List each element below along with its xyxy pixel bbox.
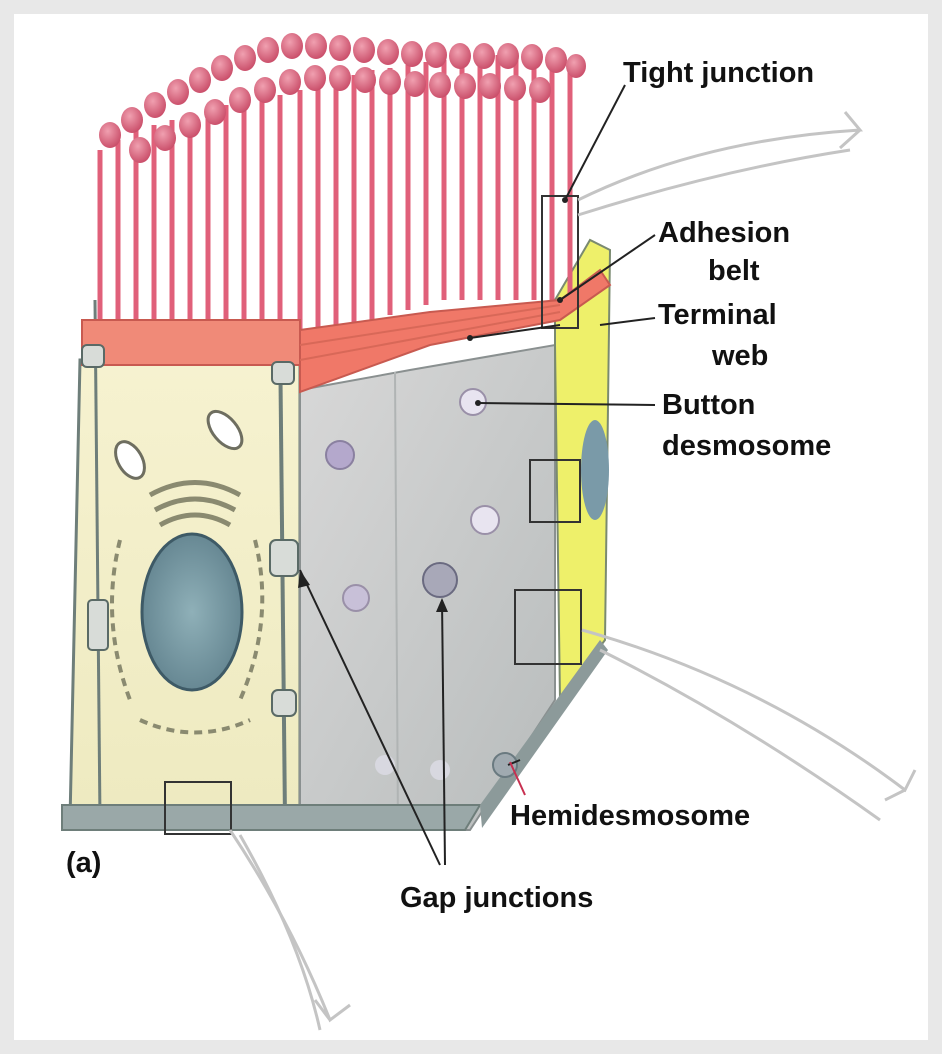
label-button-desmosome-1: Button xyxy=(662,389,755,421)
arrow-hemidesmosome xyxy=(582,630,915,800)
label-adhesion-belt-1: Adhesion xyxy=(658,217,790,249)
label-panel-a: (a) xyxy=(66,847,101,879)
nucleus xyxy=(142,534,242,690)
label-tight-junction: Tight junction xyxy=(623,57,814,89)
label-adhesion-belt-2: belt xyxy=(708,255,760,287)
arrow-basal xyxy=(230,830,350,1020)
hemidesmosome-spot xyxy=(493,753,517,777)
side-nucleus xyxy=(581,420,609,520)
label-terminal-web-1: Terminal xyxy=(658,299,777,331)
label-button-desmosome-2: desmosome xyxy=(662,430,831,462)
microvilli-tips xyxy=(99,33,586,163)
gap-junction-spot xyxy=(423,563,457,597)
label-hemidesmosome: Hemidesmosome xyxy=(510,800,750,832)
label-gap-junctions: Gap junctions xyxy=(400,882,593,914)
label-terminal-web-2: web xyxy=(711,340,768,372)
